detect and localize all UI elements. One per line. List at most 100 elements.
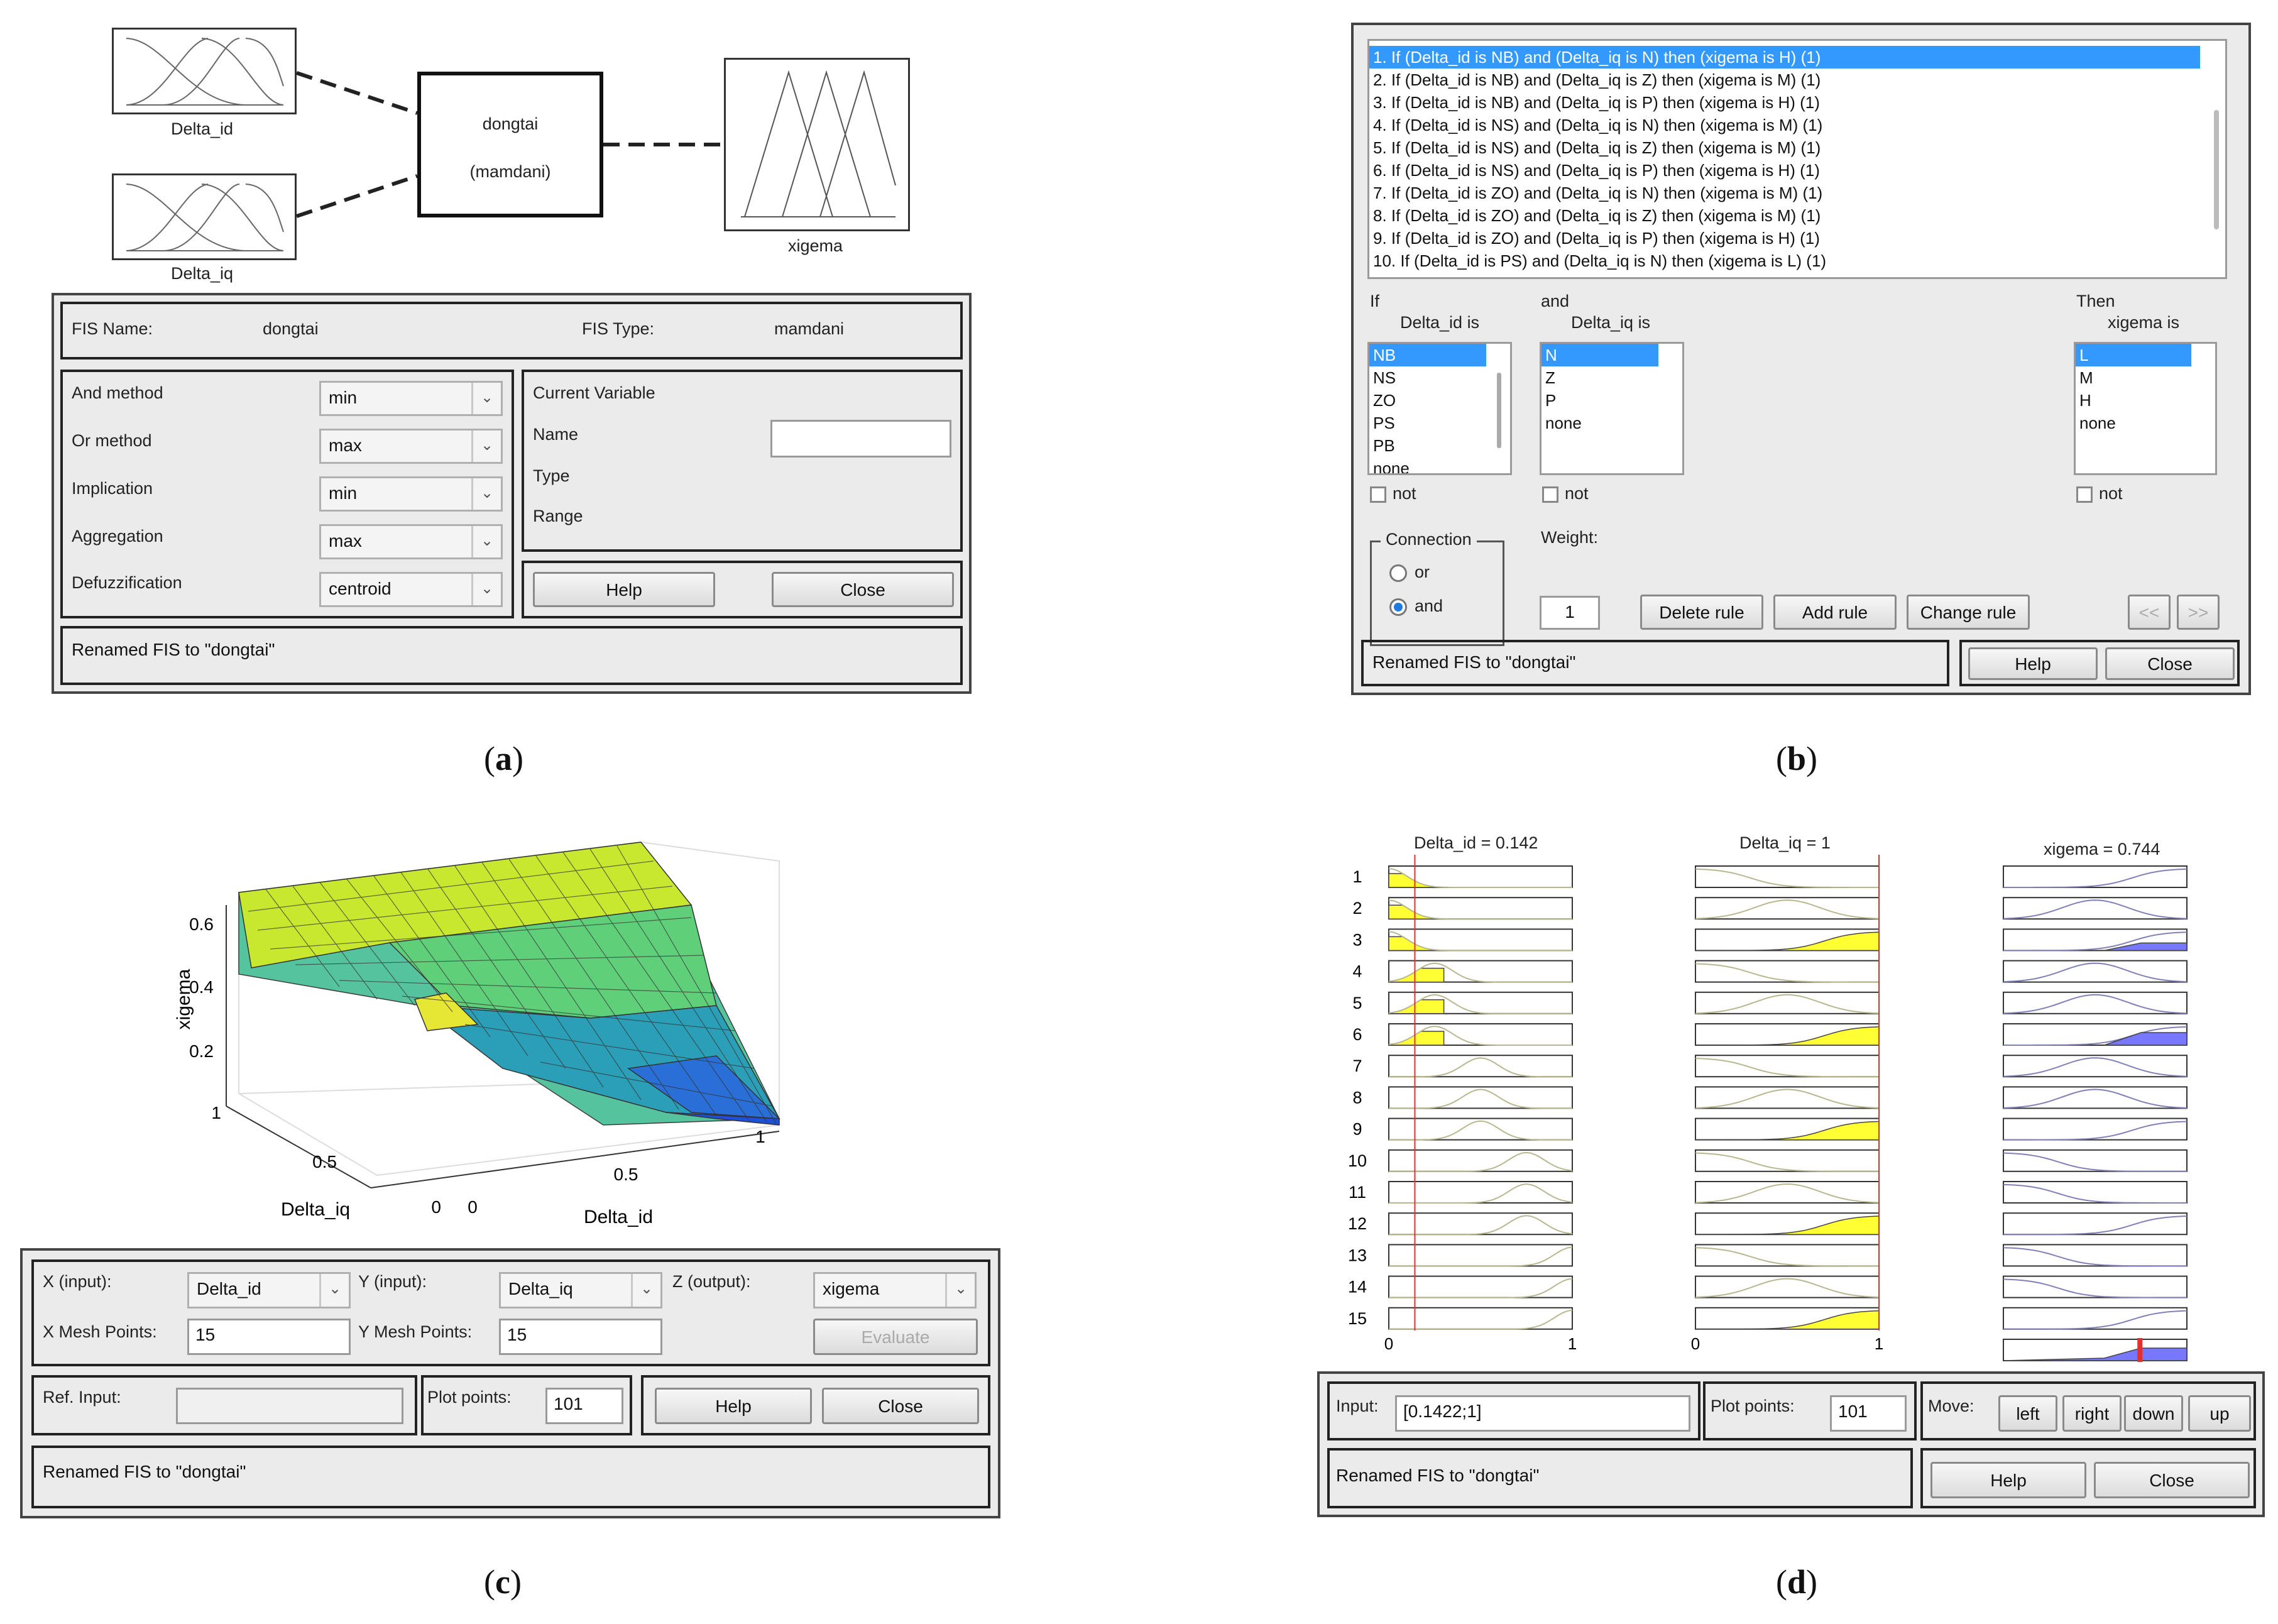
- chevron-down-icon: ⌄: [319, 1274, 349, 1307]
- delta-id-term-list[interactable]: NB NS ZO PS PB none: [1367, 342, 1512, 475]
- rule-item[interactable]: 1. If (Delta_id is NB) and (Delta_iq is …: [1369, 46, 2200, 69]
- term-item[interactable]: NS: [1373, 368, 1396, 387]
- rule-item[interactable]: 6. If (Delta_id is NS) and (Delta_iq is …: [1373, 161, 1820, 180]
- prev-rule-button[interactable]: <<: [2128, 595, 2171, 630]
- close-button[interactable]: Close: [822, 1388, 979, 1424]
- delta-iq-term-list[interactable]: N Z P none: [1540, 342, 1684, 475]
- rule-item[interactable]: 2. If (Delta_id is NB) and (Delta_iq is …: [1373, 70, 1821, 89]
- and-method-dropdown[interactable]: min⌄: [319, 381, 503, 416]
- help-button[interactable]: Help: [655, 1388, 812, 1424]
- methods-frame: And method min⌄ Or method max⌄ Implicati…: [60, 370, 514, 618]
- term-item[interactable]: NB: [1369, 344, 1486, 366]
- row-number: 4: [1352, 962, 1362, 981]
- add-rule-button[interactable]: Add rule: [1773, 595, 1897, 630]
- close-button[interactable]: Close: [2105, 647, 2235, 680]
- z-output-dropdown[interactable]: xigema⌄: [813, 1272, 977, 1309]
- mf-cell: [1695, 1149, 1880, 1172]
- row-number: 13: [1348, 1246, 1367, 1265]
- move-down-button[interactable]: down: [2124, 1395, 2183, 1432]
- mf-curve: [1389, 1215, 1573, 1236]
- not-checkbox-delta-iq[interactable]: not: [1542, 484, 1589, 503]
- term-item[interactable]: none: [1545, 414, 1582, 432]
- move-up-button[interactable]: up: [2188, 1395, 2251, 1432]
- rule-item[interactable]: 9. If (Delta_id is ZO) and (Delta_iq is …: [1373, 229, 1820, 248]
- term-item[interactable]: N: [1541, 344, 1658, 366]
- next-rule-button[interactable]: >>: [2177, 595, 2220, 630]
- and-method-value: min: [329, 388, 358, 407]
- input-vector-field[interactable]: [0.1422;1]: [1395, 1395, 1690, 1432]
- term-item[interactable]: L: [2076, 344, 2191, 366]
- x-input-dropdown[interactable]: Delta_id⌄: [187, 1272, 351, 1309]
- scrollbar[interactable]: [2214, 110, 2219, 229]
- term-item[interactable]: none: [1373, 459, 1410, 475]
- help-button[interactable]: Help: [1930, 1462, 2086, 1498]
- rule-item[interactable]: 3. If (Delta_id is NB) and (Delta_iq is …: [1373, 93, 1820, 112]
- output-mf-box[interactable]: [724, 58, 910, 231]
- move-right-button[interactable]: right: [2062, 1395, 2122, 1432]
- rule-item[interactable]: 5. If (Delta_id is NS) and (Delta_iq is …: [1373, 138, 1821, 157]
- and-radio[interactable]: and: [1389, 596, 1443, 616]
- delete-rule-button[interactable]: Delete rule: [1640, 595, 1763, 630]
- x-mesh-input[interactable]: 15: [187, 1319, 351, 1355]
- surface-status-frame: Renamed FIS to "dongtai": [31, 1446, 990, 1508]
- rule-list[interactable]: 1. If (Delta_id is NB) and (Delta_iq is …: [1367, 39, 2227, 279]
- z-tick: 0.2: [189, 1041, 214, 1061]
- mf-curve: [2003, 1278, 2187, 1298]
- not-checkbox-xigema[interactable]: not: [2076, 484, 2123, 503]
- mf-cell: [2003, 1117, 2188, 1141]
- variable-name-input[interactable]: [770, 420, 951, 458]
- rule-item[interactable]: 8. If (Delta_id is ZO) and (Delta_iq is …: [1373, 206, 1821, 225]
- chevron-down-icon: ⌄: [471, 574, 501, 605]
- fis-type-label: FIS Type:: [582, 319, 655, 338]
- row-number: 14: [1348, 1278, 1367, 1297]
- or-radio[interactable]: or: [1389, 562, 1430, 582]
- term-item[interactable]: none: [2079, 414, 2116, 432]
- term-item[interactable]: ZO: [1373, 391, 1396, 410]
- y-mesh-input[interactable]: 15: [499, 1319, 662, 1355]
- mf-curve: [2003, 1121, 2188, 1141]
- plot-points-input[interactable]: 101: [545, 1388, 623, 1424]
- rule-item[interactable]: 10. If (Delta_id is PS) and (Delta_iq is…: [1373, 251, 1827, 270]
- plot-points-input[interactable]: 101: [1830, 1395, 1907, 1432]
- term-item[interactable]: PB: [1373, 436, 1395, 455]
- move-left-button[interactable]: left: [1998, 1395, 2057, 1432]
- evaluate-button[interactable]: Evaluate: [813, 1319, 978, 1355]
- xigema-term-list[interactable]: L M H none: [2074, 342, 2217, 475]
- help-button[interactable]: Help: [533, 572, 715, 607]
- close-button[interactable]: Close: [2094, 1462, 2250, 1498]
- defuzzification-dropdown[interactable]: centroid⌄: [319, 572, 503, 607]
- mf-fill-active: [2104, 1032, 2188, 1046]
- mf-curve: [2003, 1215, 2188, 1236]
- axis-tick: 0: [1691, 1334, 1700, 1353]
- ref-input-field[interactable]: [176, 1388, 403, 1424]
- rule-item[interactable]: 7. If (Delta_id is ZO) and (Delta_iq is …: [1373, 184, 1823, 202]
- system-name: dongtai: [482, 114, 539, 133]
- implication-dropdown[interactable]: min⌄: [319, 476, 503, 512]
- row-number: 11: [1349, 1183, 1366, 1202]
- term-item[interactable]: Z: [1545, 368, 1555, 387]
- close-button[interactable]: Close: [772, 572, 954, 607]
- system-box[interactable]: dongtai (mamdani): [417, 72, 603, 217]
- mf-curve: [1388, 868, 1572, 888]
- mf-curve: [2003, 931, 2188, 952]
- scrollbar[interactable]: [1497, 373, 1501, 448]
- y-input-label: Y (input):: [358, 1272, 427, 1291]
- term-item[interactable]: PS: [1373, 414, 1395, 432]
- aggregation-dropdown[interactable]: max⌄: [319, 524, 503, 559]
- y-input-dropdown[interactable]: Delta_iq⌄: [499, 1272, 662, 1309]
- mf-curve: [1388, 931, 1572, 952]
- change-rule-button[interactable]: Change rule: [1907, 595, 2030, 630]
- rule-item[interactable]: 4. If (Delta_id is NS) and (Delta_iq is …: [1373, 116, 1823, 134]
- help-button[interactable]: Help: [1968, 647, 2098, 680]
- input-mf-box-delta-id[interactable]: [112, 28, 297, 114]
- input-mf-box-delta-iq[interactable]: [112, 173, 297, 260]
- term-item[interactable]: M: [2079, 368, 2093, 387]
- weight-input[interactable]: 1: [1540, 596, 1600, 630]
- or-method-dropdown[interactable]: max⌄: [319, 429, 503, 464]
- not-checkbox-delta-id[interactable]: not: [1370, 484, 1416, 503]
- mf-curve: [1695, 963, 1879, 983]
- term-item[interactable]: P: [1545, 391, 1557, 410]
- term-item[interactable]: H: [2079, 391, 2091, 410]
- mf-curve: [1389, 1278, 1573, 1298]
